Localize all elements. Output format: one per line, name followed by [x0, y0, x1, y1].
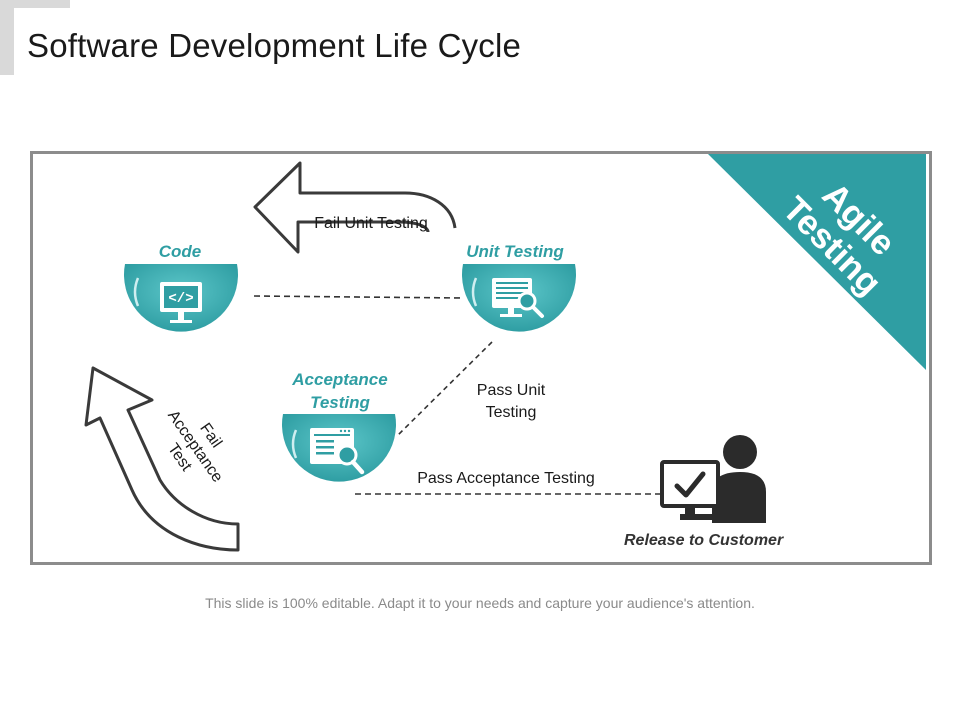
code-node: </>: [124, 264, 238, 332]
corner-decoration: [0, 0, 70, 75]
pass-unit-testing-label: Pass Unit Testing: [476, 382, 546, 421]
footer-note: This slide is 100% editable. Adapt it to…: [205, 595, 755, 611]
window-search-icon: [310, 428, 365, 475]
release-to-customer-label: Release to Customer: [624, 532, 784, 549]
acceptance-testing-label: Acceptance Testing: [292, 370, 388, 412]
svg-text:</>: </>: [168, 291, 193, 307]
data-search-monitor-icon: [492, 278, 544, 318]
fail-acceptance-arrow: [84, 366, 240, 552]
connector-unit-acceptance: [396, 341, 493, 437]
connector-code-unit: [253, 295, 463, 299]
pass-acceptance-testing-label: Pass Acceptance Testing: [417, 470, 595, 487]
acceptance-testing-node: [281, 414, 396, 482]
unit-testing-label: Unit Testing: [466, 242, 564, 261]
code-monitor-icon: </>: [160, 282, 202, 323]
fail-unit-testing-label: Fail Unit Testing: [314, 215, 428, 232]
unit-testing-node: [462, 264, 577, 332]
fail-unit-arrow: [253, 161, 457, 254]
page-title: Software Development Life Cycle: [27, 27, 522, 64]
person-monitor-check-icon: [660, 435, 766, 523]
agile-corner-banner: [708, 154, 926, 370]
code-label: Code: [158, 242, 202, 261]
